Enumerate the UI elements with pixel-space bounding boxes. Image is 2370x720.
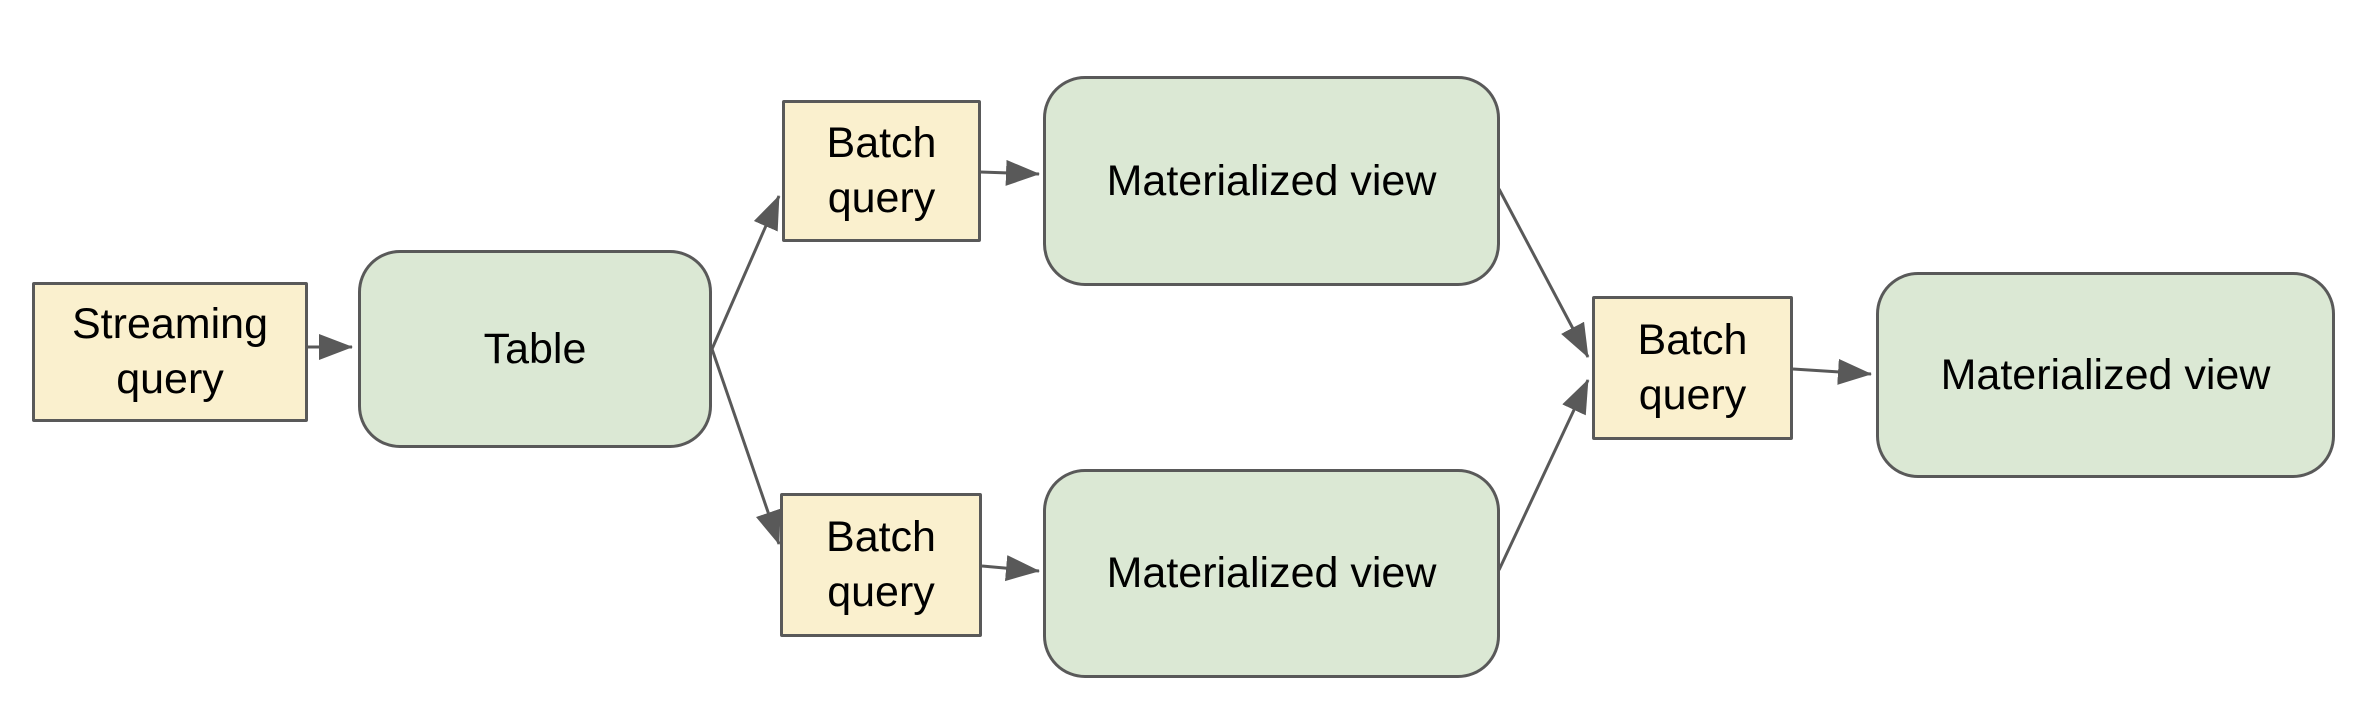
arrow-batch-query-bottom-to-mv-bottom (981, 555, 1040, 582)
node-materialized-view-bottom: Materialized view (1043, 469, 1500, 678)
arrow-mv-bottom-to-batch-query-right (1497, 379, 1590, 571)
node-materialized-view-top: Materialized view (1043, 76, 1500, 286)
node-batch-query-top-label: Batch query (826, 119, 937, 222)
arrow-mv-top-to-batch-query-right (1497, 188, 1590, 358)
node-materialized-view-right-label: Materialized view (1940, 350, 2271, 399)
node-materialized-view-bottom-label: Materialized view (1106, 549, 1437, 598)
node-materialized-view-top-label: Materialized view (1106, 156, 1437, 205)
node-materialized-view-right: Materialized view (1876, 272, 2335, 478)
node-batch-query-bottom: Batch query (780, 493, 982, 637)
node-streaming-query: Streaming query (32, 282, 308, 422)
node-streaming-query-label: Streaming query (72, 300, 268, 403)
node-batch-query-right-label: Batch query (1637, 316, 1748, 419)
arrow-batch-query-top-to-mv-top (979, 159, 1040, 186)
node-table: Table (358, 250, 712, 448)
node-batch-query-bottom-label: Batch query (826, 513, 936, 616)
arrow-table-to-batch-query-top (710, 195, 781, 350)
node-batch-query-right: Batch query (1592, 296, 1793, 440)
arrow-table-to-batch-query-bottom (710, 348, 781, 545)
arrow-batch-query-right-to-mv-right (1792, 358, 1872, 385)
node-table-label: Table (483, 324, 587, 373)
node-batch-query-top: Batch query (782, 100, 981, 242)
